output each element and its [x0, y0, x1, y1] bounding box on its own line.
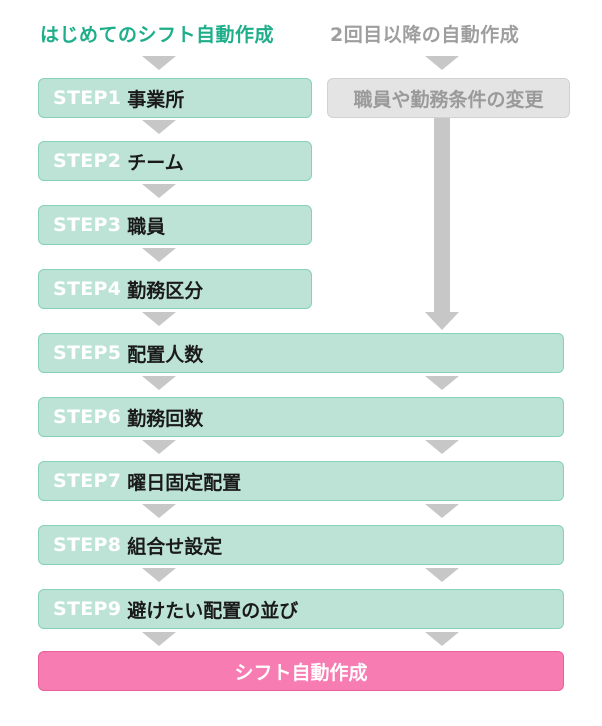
step-number: STEP5	[53, 342, 122, 364]
step-label: チーム	[127, 151, 184, 174]
step-6-box: STEP6 勤務回数	[38, 397, 564, 437]
step-number: STEP1	[53, 87, 122, 109]
step-2-box: STEP2 チーム	[38, 141, 312, 181]
change-conditions-label: 職員や勤務条件の変更	[353, 88, 544, 111]
step-number: STEP3	[53, 214, 122, 236]
change-conditions-box: 職員や勤務条件の変更	[327, 78, 570, 118]
step-number: STEP8	[53, 534, 122, 556]
arrow-down-icon	[425, 568, 459, 582]
step-number: STEP9	[53, 598, 122, 620]
arrow-down-icon	[142, 184, 176, 198]
step-label: 組合せ設定	[127, 535, 223, 558]
arrow-down-icon	[425, 504, 459, 518]
step-number: STEP7	[53, 470, 122, 492]
step-label: 避けたい配置の並び	[127, 599, 299, 622]
auto-shift-create-box: シフト自動作成	[38, 651, 564, 691]
arrow-down-icon	[142, 440, 176, 454]
arrow-down-icon	[425, 440, 459, 454]
step-label: 配置人数	[127, 343, 204, 366]
step-label: 曜日固定配置	[127, 471, 242, 494]
step-label: 事業所	[127, 88, 185, 111]
arrow-down-icon	[142, 248, 176, 262]
step-3-box: STEP3 職員	[38, 205, 312, 245]
step-number: STEP6	[53, 406, 122, 428]
step-1-box: STEP1 事業所	[38, 78, 312, 118]
arrow-down-icon	[142, 568, 176, 582]
arrow-down-icon	[425, 312, 459, 330]
step-9-box: STEP9 避けたい配置の並び	[38, 589, 564, 629]
arrow-down-icon	[142, 56, 176, 70]
arrow-down-icon	[142, 120, 176, 134]
skip-connector-bar	[434, 118, 450, 314]
step-7-box: STEP7 曜日固定配置	[38, 461, 564, 501]
arrow-down-icon	[425, 632, 459, 646]
step-label: 勤務区分	[127, 279, 204, 302]
step-number: STEP2	[53, 150, 122, 172]
first-time-header: はじめてのシフト自動作成	[40, 24, 275, 46]
step-8-box: STEP8 組合せ設定	[38, 525, 564, 565]
arrow-down-icon	[425, 376, 459, 390]
second-time-header: 2回目以降の自動作成	[330, 24, 520, 46]
final-label: シフト自動作成	[234, 661, 368, 684]
arrow-down-icon	[425, 56, 459, 70]
step-5-box: STEP5 配置人数	[38, 333, 564, 373]
arrow-down-icon	[142, 632, 176, 646]
step-4-box: STEP4 勤務区分	[38, 269, 312, 309]
arrow-down-icon	[142, 504, 176, 518]
step-number: STEP4	[53, 278, 122, 300]
arrow-down-icon	[142, 312, 176, 326]
step-label: 職員	[127, 215, 166, 238]
arrow-down-icon	[142, 376, 176, 390]
step-label: 勤務回数	[127, 407, 204, 430]
